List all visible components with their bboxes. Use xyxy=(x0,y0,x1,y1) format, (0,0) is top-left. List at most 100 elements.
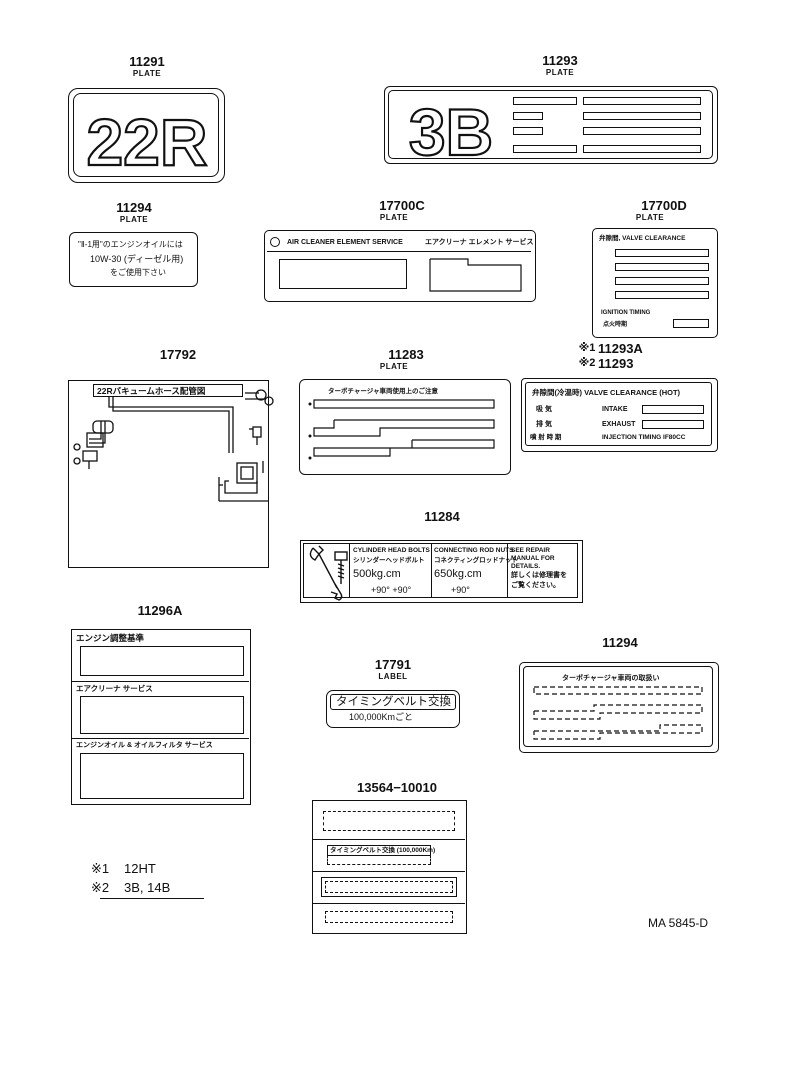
plate-11293a-row3-jp: 噴 射 時 期 xyxy=(530,434,562,441)
reference-code: MA 5845-D xyxy=(648,916,709,930)
label-13564-strip: タイミングベルト交換 (100,000Km) xyxy=(330,847,436,854)
plate-11294-a-line1: "Ⅱ-1用"のエンジンオイルには xyxy=(78,240,183,249)
label-11294-b-fields xyxy=(533,686,703,740)
label-13564-divider xyxy=(313,903,465,904)
label-13564-field xyxy=(325,881,453,893)
label-11296a-field xyxy=(80,696,244,734)
label-11296a: エンジン調整基準 エアクリーナ サービス エンジンオイル & オイルフィルタ サ… xyxy=(71,629,251,805)
plate-11294-a-line3: をご使用下さい xyxy=(110,268,166,277)
plate-11284-col1-value: 500kg.cm xyxy=(353,568,401,580)
plate-17700c-divider xyxy=(267,251,531,252)
label-11294-b: ターボチャージャ車両の取扱い xyxy=(519,662,719,753)
plate-17700d-footer-jp: 点火時期 xyxy=(603,322,628,328)
label-11296a-divider xyxy=(72,738,249,739)
label-13564-frame xyxy=(321,877,457,897)
plate-11284-col3-header: SEE REPAIR MANUAL FOR DETAILS. xyxy=(511,547,555,570)
part-number-17700d: 17700D xyxy=(641,198,687,213)
label-11296a-field xyxy=(80,753,244,799)
part-number-11296a: 11296A xyxy=(137,603,183,618)
part-sub-11293: PLATE xyxy=(545,68,575,77)
label-17791-line2: 100,000Kmごと xyxy=(349,712,414,722)
plate-17700d-field xyxy=(615,277,709,285)
plate-11291-inner xyxy=(73,93,219,177)
plate-11283-title: ターボチャージャ車両使用上のご注意 xyxy=(328,388,438,395)
plate-11293a-row2-jp: 排 気 xyxy=(536,421,552,428)
plate-11293a-row1-en: INTAKE xyxy=(602,406,628,413)
note-1-mark: ※1 xyxy=(91,861,110,876)
label-17791: タイミングベルト交換 100,000Kmごと xyxy=(326,690,460,728)
plate-11291-letters: 22R xyxy=(85,104,208,180)
plate-11293-inner xyxy=(388,90,713,159)
label-17791-title-box xyxy=(330,694,456,710)
plate-11284-col2-jp: コネクティングロッドナット xyxy=(434,557,519,564)
label-17792: 22Rバキュームホース配管図 xyxy=(68,380,274,568)
part-sub-17791: LABEL xyxy=(378,672,408,681)
plate-11293a-inner xyxy=(525,382,712,446)
note-2-mark: ※2 xyxy=(91,880,110,895)
plate-17700d-title: 弁隙間, VALVE CLEARANCE xyxy=(599,235,686,242)
part-number-17791: 17791 xyxy=(374,657,412,672)
plate-11284-col1-header: CYLINDER HEAD BOLTS xyxy=(353,547,430,554)
part-number-11294-a: 11294 xyxy=(116,200,152,215)
plate-17700c-title-en: AIR CLEANER ELEMENT SERVICE xyxy=(287,239,403,246)
plate-11284-col3-jp: 詳しくは修理書を ご覧ください。 xyxy=(511,572,567,589)
label-11294-b-inner xyxy=(523,666,713,747)
part-number-11294-b: 11294 xyxy=(602,635,638,650)
plate-11293-field xyxy=(583,97,701,105)
plate-11293a-row1-jp: 吸 気 xyxy=(536,406,552,413)
part-sub-11283: PLATE xyxy=(379,362,409,371)
plate-11293-field xyxy=(583,127,701,135)
plate-11293-letters: 3B xyxy=(408,94,495,170)
label-17791-line1: タイミングベルト交換 xyxy=(336,696,451,708)
plate-11293-field xyxy=(513,97,577,105)
plate-11293a-field xyxy=(642,405,704,414)
plate-11284: CYLINDER HEAD BOLTS シリンダーヘッドボルト 500kg.cm… xyxy=(300,540,583,603)
circle-icon xyxy=(270,237,280,247)
note-underline xyxy=(100,898,204,899)
plate-11293: 3B xyxy=(384,86,718,170)
part-sub-17700c: PLATE xyxy=(379,213,409,222)
plate-11293-field xyxy=(513,145,577,153)
plate-11293a-row2-en: EXHAUST xyxy=(602,421,636,428)
part-sub-11291: PLATE xyxy=(132,69,162,78)
part-number-17700c: 17700C xyxy=(379,198,425,213)
part-sub-17700d: PLATE xyxy=(635,213,665,222)
mark-1: ※1 xyxy=(578,342,596,354)
plate-11284-inner xyxy=(303,543,578,598)
plate-17700d-field xyxy=(615,249,709,257)
plate-11284-col2-angle: +90° xyxy=(451,585,470,595)
part-number-13564-10010: 13564−10010 xyxy=(357,780,437,795)
plate-11293a-field xyxy=(642,420,704,429)
plate-11291: 22R xyxy=(68,88,225,183)
part-number-11284: 11284 xyxy=(424,509,460,524)
part-number-11283: 11283 xyxy=(388,347,424,362)
plate-11284-col1-angle: +90° +90° xyxy=(371,585,412,595)
note-2-text: 3B, 14B xyxy=(124,880,171,895)
plate-11293a: 弁隙間(冷温時) VALVE CLEARANCE (HOT) 吸 気 INTAK… xyxy=(521,378,718,452)
label-13564-field xyxy=(327,855,431,865)
part-number-11293: 11293 xyxy=(542,53,578,68)
plate-11284-divider xyxy=(349,544,350,598)
plate-17700c-field-left xyxy=(279,259,407,289)
vacuum-hose-diagram xyxy=(73,389,274,502)
label-11296a-divider xyxy=(72,681,249,682)
plate-11283: ターボチャージャ車両使用上のご注意 xyxy=(299,379,511,475)
plate-11283-fields xyxy=(308,399,495,460)
plate-11284-col1-jp: シリンダーヘッドボルト xyxy=(353,557,425,564)
plate-11293-text: 3B xyxy=(409,95,493,169)
part-number-11293a: 11293A xyxy=(598,341,643,356)
wrench-icon xyxy=(309,545,348,601)
label-13564-field xyxy=(325,911,453,923)
label-11296a-row1: エンジン調整基準 xyxy=(76,633,145,643)
part-number-11293-b: 11293 xyxy=(598,356,634,371)
label-17792-title-box: 22Rバキュームホース配管図 xyxy=(93,384,243,397)
plate-11293-field xyxy=(513,127,543,135)
part-number-17792: 17792 xyxy=(159,347,197,362)
label-11296a-row3: エンジンオイル & オイルフィルタ サービス xyxy=(76,742,213,749)
plate-17700d-field xyxy=(615,291,709,299)
plate-11284-col2-value: 650kg.cm xyxy=(434,568,482,580)
plate-11293-field xyxy=(583,112,701,120)
label-13564-field xyxy=(323,811,455,831)
plate-17700d-footer-en: IGNITION TIMING xyxy=(601,310,651,316)
plate-17700d-field xyxy=(615,263,709,271)
